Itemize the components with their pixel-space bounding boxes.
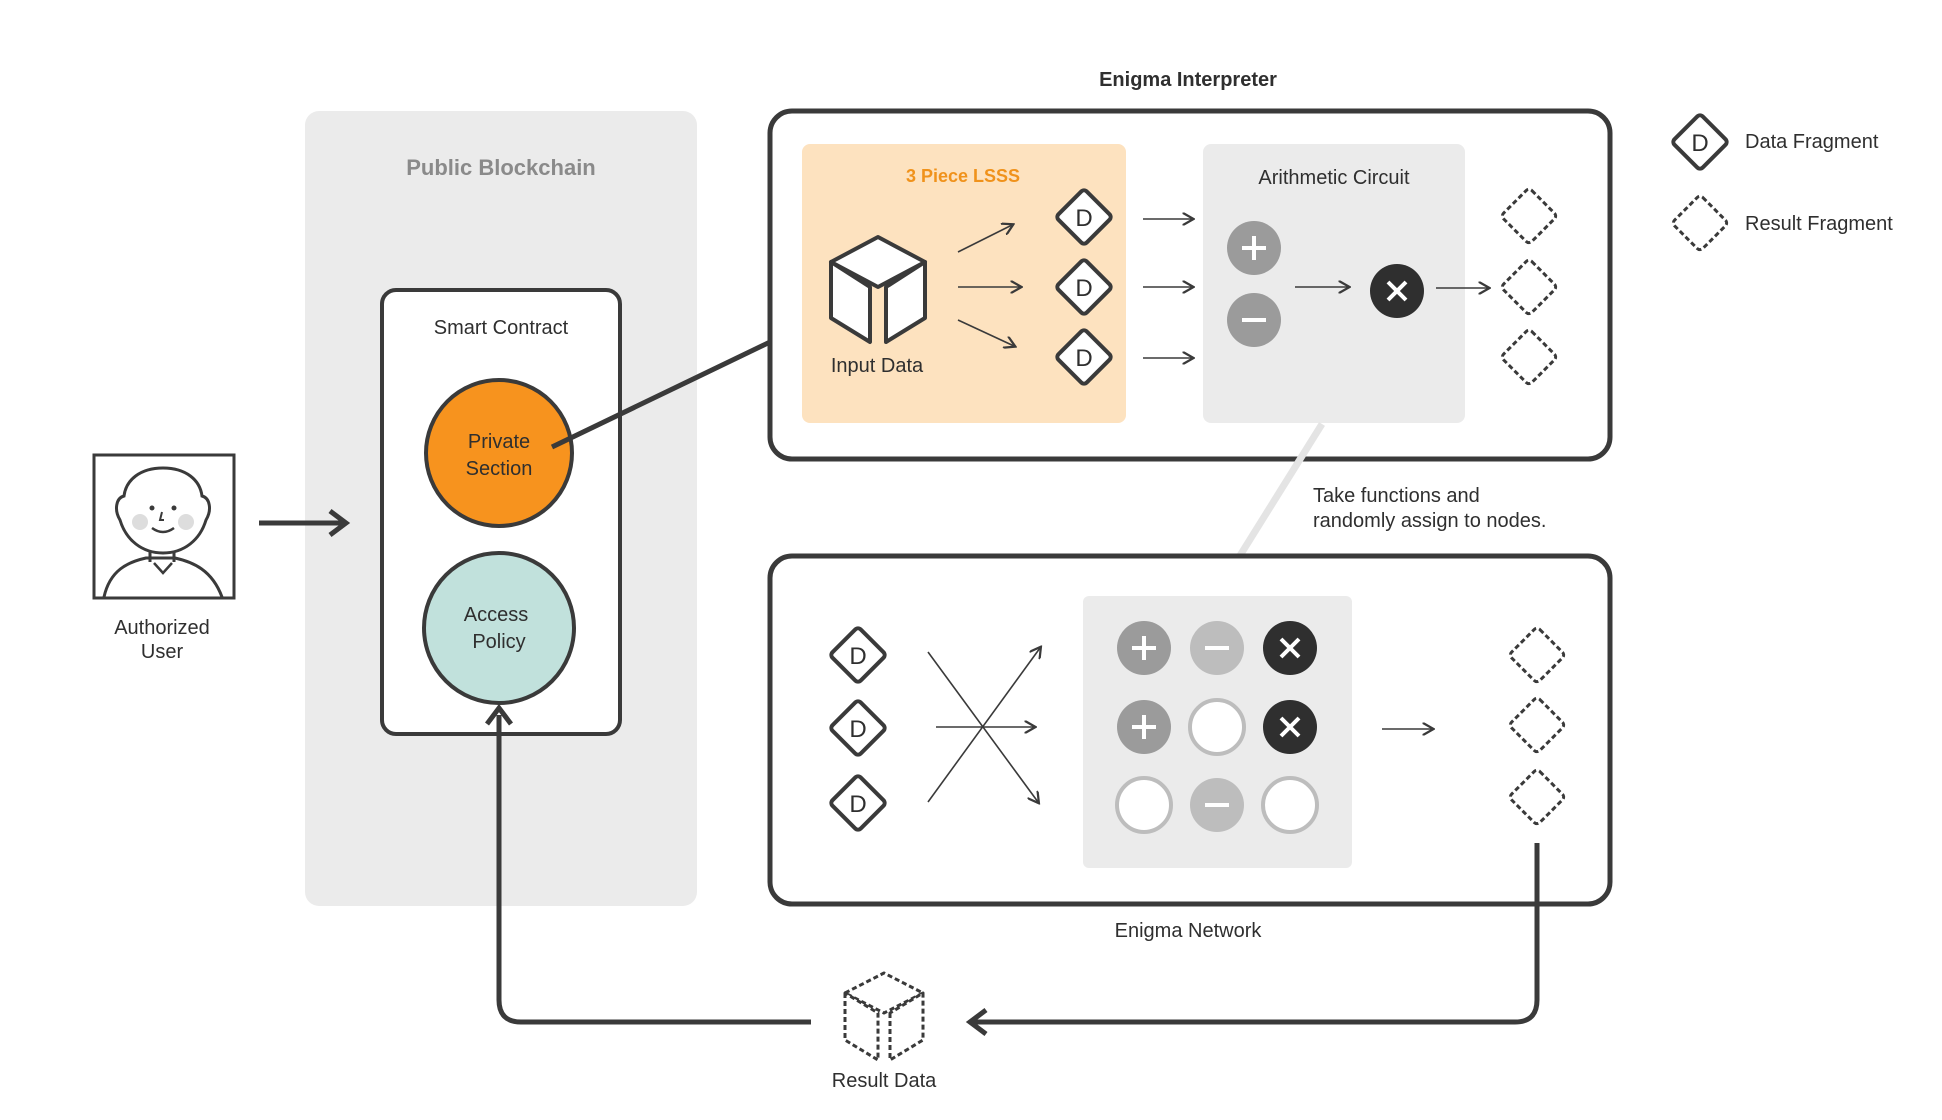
lsss-title: 3 Piece LSSS bbox=[906, 166, 1020, 186]
private-section-label-2: Section bbox=[466, 458, 533, 480]
result-return-path bbox=[485, 703, 1540, 1036]
data-fragment-icon: D bbox=[829, 626, 887, 684]
note-line-1: Take functions and bbox=[1313, 485, 1480, 507]
result-fragment-icon bbox=[1500, 187, 1558, 245]
input-data-label: Input Data bbox=[831, 355, 924, 377]
legend-data-fragment-icon: D bbox=[1671, 113, 1729, 171]
arithmetic-circuit-box: Arithmetic Circuit bbox=[1203, 144, 1465, 423]
result-data-cube-icon bbox=[843, 971, 925, 1062]
result-data-label: Result Data bbox=[832, 1070, 937, 1092]
multiply-node-icon bbox=[1263, 621, 1317, 675]
result-data: Result Data bbox=[832, 971, 937, 1092]
authorized-user-label-2: User bbox=[141, 641, 184, 663]
minus-node-icon bbox=[1190, 621, 1244, 675]
data-fragment-icon: D bbox=[1055, 258, 1113, 316]
shuffle-arrows bbox=[927, 648, 1040, 802]
svg-text:D: D bbox=[1075, 275, 1092, 302]
note-line-2: randomly assign to nodes. bbox=[1313, 510, 1546, 532]
empty-node-icon bbox=[1115, 776, 1173, 834]
enigma-interpreter-title: Enigma Interpreter bbox=[1099, 69, 1277, 91]
lsss-fragments: D D D bbox=[1055, 188, 1113, 386]
enigma-interpreter-panel: Enigma Interpreter 3 Piece LSSS Input Da… bbox=[767, 69, 1613, 462]
access-policy-node: Access Policy bbox=[422, 551, 576, 705]
empty-node-icon bbox=[1261, 776, 1319, 834]
arithmetic-circuit-title: Arithmetic Circuit bbox=[1258, 167, 1410, 189]
public-blockchain-title: Public Blockchain bbox=[406, 155, 596, 180]
network-result-fragments bbox=[1508, 626, 1566, 826]
plus-node-icon bbox=[1117, 621, 1171, 675]
result-fragment-icon bbox=[1508, 626, 1566, 684]
multiply-icon bbox=[1370, 264, 1424, 318]
enigma-network-panel: Enigma Network D D D bbox=[767, 553, 1613, 942]
input-data-cube-icon bbox=[829, 235, 927, 344]
enigma-network-title: Enigma Network bbox=[1115, 920, 1263, 942]
svg-text:D: D bbox=[849, 791, 866, 818]
svg-text:D: D bbox=[849, 643, 866, 670]
authorized-user: Authorized User bbox=[92, 453, 236, 663]
minus-node-icon bbox=[1190, 778, 1244, 832]
node-grid bbox=[1083, 596, 1352, 868]
result-fragment-icon bbox=[1500, 258, 1558, 316]
svg-text:D: D bbox=[1075, 345, 1092, 372]
access-policy-label-2: Policy bbox=[472, 631, 525, 653]
interpreter-result-fragments bbox=[1500, 187, 1558, 386]
fragment-to-circuit-arrows bbox=[1143, 219, 1192, 358]
legend-result-fragment-icon bbox=[1671, 194, 1729, 252]
legend: D Data Fragment Result Fragment bbox=[1671, 113, 1893, 252]
minus-icon bbox=[1227, 293, 1281, 347]
data-fragment-icon: D bbox=[1055, 328, 1113, 386]
multiply-node-icon bbox=[1263, 700, 1317, 754]
legend-data-fragment-label: Data Fragment bbox=[1745, 131, 1879, 153]
network-data-fragments: D D D bbox=[829, 626, 887, 832]
result-fragment-icon bbox=[1500, 328, 1558, 386]
plus-icon bbox=[1227, 221, 1281, 275]
smart-contract-title: Smart Contract bbox=[434, 317, 569, 339]
legend-result-fragment-label: Result Fragment bbox=[1745, 213, 1893, 235]
empty-node-icon bbox=[1188, 698, 1246, 756]
user-avatar-icon bbox=[92, 453, 236, 600]
lsss-box: 3 Piece LSSS Input Data D D bbox=[802, 144, 1126, 423]
private-section-label-1: Private bbox=[468, 431, 530, 453]
plus-node-icon bbox=[1117, 700, 1171, 754]
svg-text:D: D bbox=[1075, 205, 1092, 232]
access-policy-label-1: Access bbox=[464, 604, 528, 626]
split-arrows bbox=[957, 225, 1020, 346]
svg-text:D: D bbox=[849, 716, 866, 743]
data-fragment-icon: D bbox=[829, 774, 887, 832]
private-section-node: Private Section bbox=[424, 378, 574, 528]
data-fragment-icon: D bbox=[1055, 188, 1113, 246]
data-fragment-icon: D bbox=[829, 699, 887, 757]
user-to-contract-arrow bbox=[259, 509, 351, 537]
authorized-user-label-1: Authorized bbox=[114, 617, 210, 639]
result-fragment-icon bbox=[1508, 696, 1566, 754]
result-fragment-icon bbox=[1508, 768, 1566, 826]
svg-text:D: D bbox=[1691, 130, 1708, 157]
smart-contract-box: Smart Contract Private Section Access Po… bbox=[380, 288, 622, 736]
